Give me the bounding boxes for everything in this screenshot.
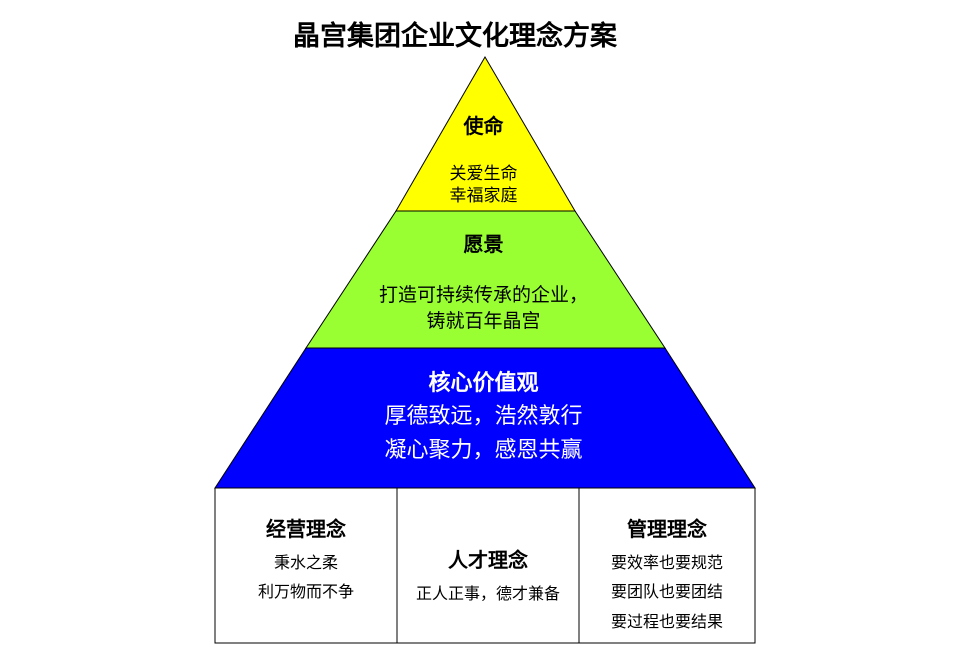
mission-line-1: 关爱生命 (449, 164, 518, 184)
principles-box (214, 487, 756, 644)
management-principle-line-3: 要过程也要结果 (610, 612, 723, 631)
talent-principle: 人才理念 正人正事，德才兼备 (397, 488, 579, 643)
vision-line-2: 铸就百年晶宫 (426, 310, 541, 332)
management-principle: 管理理念 要效率也要规范 要团队也要团结 要过程也要结果 (579, 488, 755, 643)
management-principle-line-1: 要效率也要规范 (610, 553, 723, 572)
vision-line-1: 打造可持续传承的企业， (378, 284, 588, 306)
talent-principle-heading: 人才理念 (448, 548, 528, 572)
mission-heading: 使命 (463, 114, 504, 138)
business-principle-line-1: 秉水之柔 (273, 553, 338, 572)
page-title: 晶宫集团企业文化理念方案 (293, 21, 617, 52)
talent-principle-line-1: 正人正事，德才兼备 (415, 584, 560, 603)
management-principle-line-2: 要团队也要团结 (610, 582, 723, 601)
business-principle: 经营理念 秉水之柔 利万物而不争 (215, 488, 397, 643)
mission-line-2: 幸福家庭 (449, 186, 518, 206)
values-line-1: 厚德致远，浩然敦行 (384, 404, 583, 429)
values-heading: 核心价值观 (428, 371, 539, 396)
business-principle-heading: 经营理念 (266, 517, 346, 541)
principles-row: 经营理念 秉水之柔 利万物而不争 人才理念 正人正事，德才兼备 管理理念 要效率… (215, 488, 755, 643)
management-principle-heading: 管理理念 (627, 517, 707, 541)
business-principle-line-2: 利万物而不争 (257, 582, 354, 601)
vision-heading: 愿景 (463, 232, 504, 256)
values-line-2: 凝心聚力，感恩共赢 (384, 438, 583, 463)
